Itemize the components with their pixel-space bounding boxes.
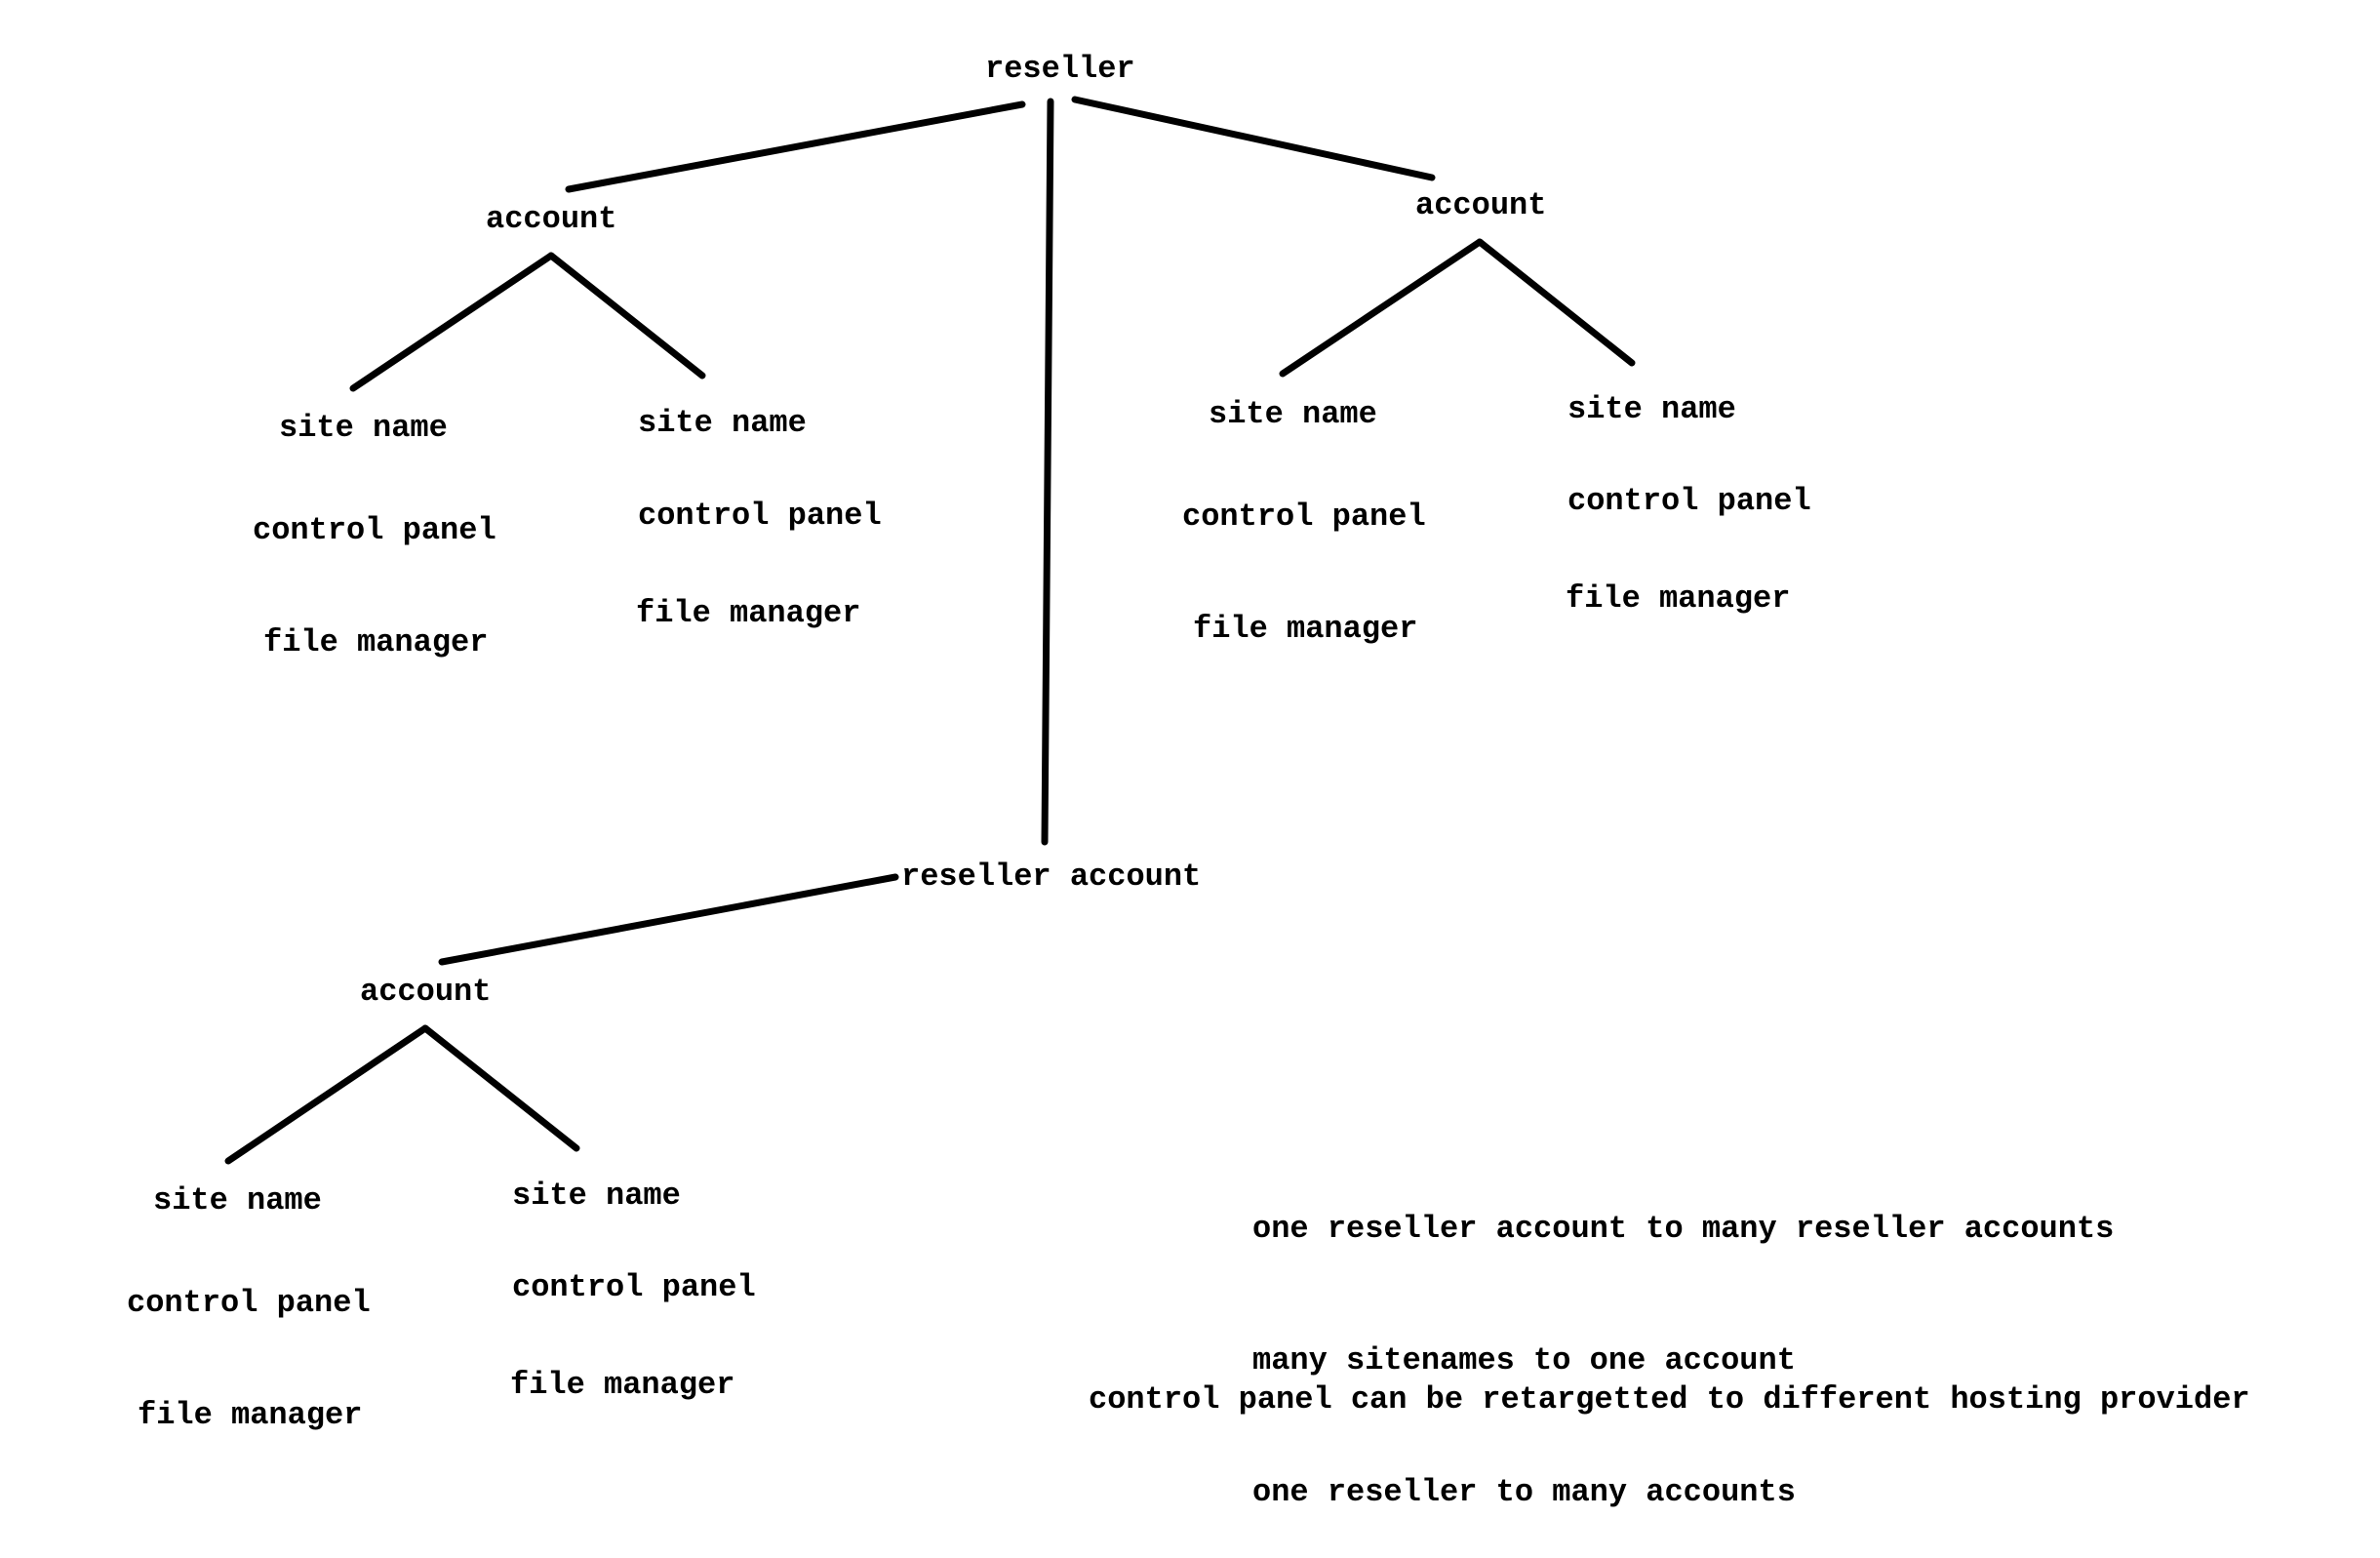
edge-left-account-to-site-2 <box>547 252 706 380</box>
node-account-left: account <box>486 201 617 237</box>
node-account-right: account <box>1415 187 1547 223</box>
file-manager-label: file manager <box>510 1367 735 1403</box>
edge-reseller-account-to-account <box>438 873 899 966</box>
site-name-label: site name <box>279 410 448 446</box>
relationship-notes: one reseller account to many reseller ac… <box>1252 1119 2114 1558</box>
control-panel-label: control panel <box>638 498 882 534</box>
tree-connectors <box>224 96 1636 1165</box>
site-name-label: site name <box>153 1182 322 1218</box>
edge-right-account-to-site-1 <box>1279 238 1484 378</box>
relationship-note: many sitenames to one account <box>1252 1342 1796 1378</box>
file-manager-label: file manager <box>263 624 489 660</box>
control-panel-label: control panel <box>1182 499 1426 535</box>
edge-reseller-to-reseller-account <box>1041 98 1054 846</box>
node-account-bottom: account <box>360 974 492 1010</box>
relationship-note: one reseller account to many reseller ac… <box>1252 1211 2115 1247</box>
file-manager-label: file manager <box>1566 580 1791 617</box>
site-name-label: site name <box>638 405 807 441</box>
edge-left-account-to-site-1 <box>349 252 555 392</box>
node-reseller: reseller <box>985 51 1135 87</box>
control-panel-label: control panel <box>512 1269 756 1305</box>
file-manager-label: file manager <box>1193 611 1418 647</box>
control-panel-label: control panel <box>127 1285 371 1321</box>
site-name-label: site name <box>1209 396 1377 432</box>
edge-bottom-account-to-site-2 <box>421 1024 580 1152</box>
edge-bottom-account-to-site-1 <box>224 1024 429 1165</box>
control-panel-label: control panel <box>1567 483 1811 519</box>
edge-reseller-to-right-account <box>1071 96 1436 181</box>
file-manager-label: file manager <box>636 595 861 631</box>
footnote: control panel can be retargetted to diff… <box>1089 1381 2250 1418</box>
relationship-note: one reseller to many accounts <box>1252 1474 1796 1510</box>
edge-reseller-to-left-account <box>565 100 1026 193</box>
edge-right-account-to-site-2 <box>1476 238 1636 367</box>
site-name-label: site name <box>1567 391 1736 427</box>
site-name-label: site name <box>512 1178 681 1214</box>
node-reseller-account: reseller account <box>901 859 1202 895</box>
file-manager-label: file manager <box>138 1397 363 1433</box>
control-panel-label: control panel <box>253 512 496 548</box>
